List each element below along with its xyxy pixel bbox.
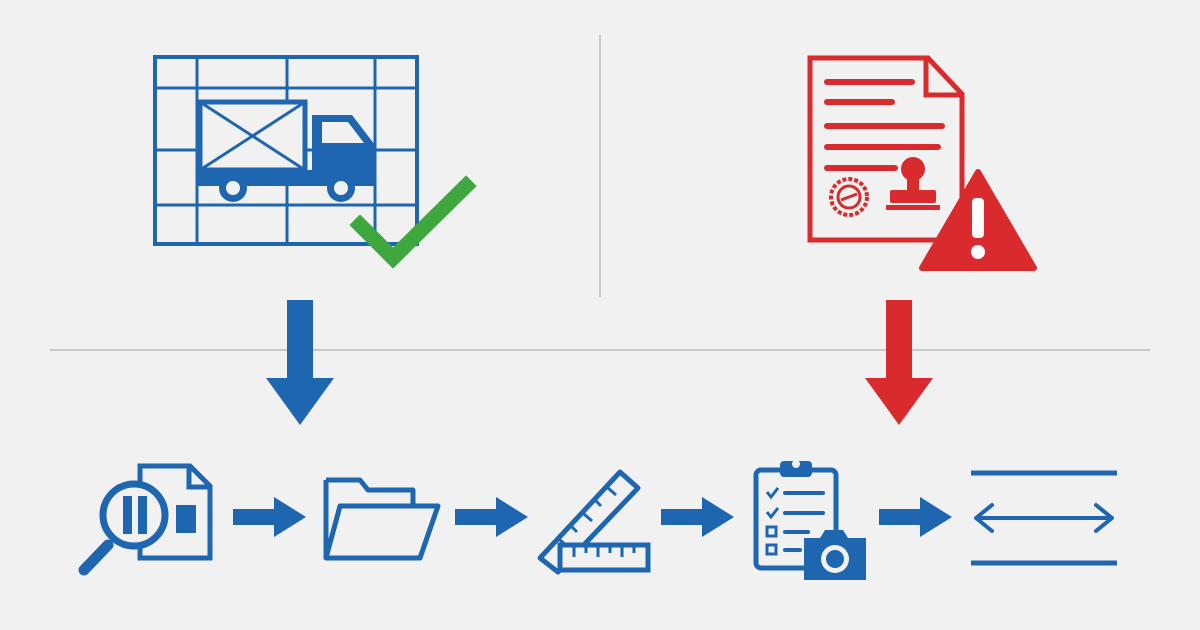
warning-triangle-icon bbox=[919, 169, 1037, 271]
bidirectional-arrow-icon bbox=[971, 470, 1117, 566]
checkmark-icon bbox=[349, 175, 477, 269]
flow-arrow-1 bbox=[233, 497, 306, 537]
certificate-document-icon bbox=[807, 55, 965, 243]
open-folder-icon bbox=[323, 477, 441, 561]
flow-arrow-3 bbox=[661, 497, 734, 537]
down-arrow-red bbox=[865, 300, 933, 425]
document-search-icon bbox=[78, 463, 213, 576]
flow-arrow-4 bbox=[879, 497, 952, 537]
truck-on-grid-icon bbox=[153, 55, 419, 246]
ruler-measure-icon bbox=[537, 469, 651, 575]
clipboard-checklist-camera-icon bbox=[753, 460, 866, 580]
flow-arrow-2 bbox=[455, 497, 528, 537]
down-arrow-blue bbox=[266, 300, 334, 425]
